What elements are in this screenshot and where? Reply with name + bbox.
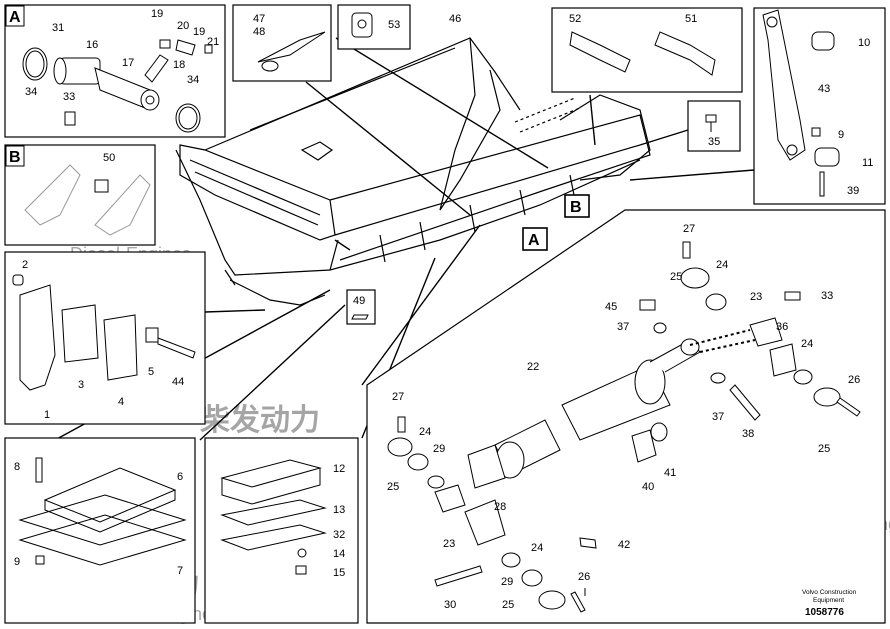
callout-34: 34 (25, 86, 37, 98)
callout-13: 13 (333, 504, 345, 516)
bottom-mid-box: 12 13 32 14 15 (204, 437, 359, 624)
callout-17: 17 (122, 57, 134, 69)
callout-16: 16 (86, 39, 98, 51)
callout-9-bottom: 9 (14, 556, 20, 568)
marker-b-label: B (570, 199, 582, 216)
box-35: 35 (687, 100, 741, 152)
callout-52: 52 (569, 13, 581, 25)
callout-32: 32 (333, 529, 345, 541)
callout-31: 31 (52, 22, 64, 34)
callout-35: 35 (708, 136, 720, 148)
marker-a: A (522, 227, 548, 251)
callout-38: 38 (742, 428, 754, 440)
callout-6: 6 (177, 471, 183, 483)
callout-2: 2 (22, 259, 28, 271)
callout-41: 41 (664, 467, 676, 479)
callout-14: 14 (333, 548, 345, 560)
dump-body (175, 37, 651, 306)
callout-34b: 34 (187, 74, 199, 86)
top-box-47-48: 47 48 (232, 4, 332, 82)
callout-9: 9 (838, 129, 844, 141)
box-49: 49 (346, 289, 376, 325)
section-b-label: B (9, 149, 21, 166)
callout-37b: 37 (712, 411, 724, 423)
callout-27: 27 (683, 223, 695, 235)
bottom-left-box: 8 6 9 7 (4, 437, 196, 624)
callout-44: 44 (172, 376, 184, 388)
callout-18: 18 (173, 59, 185, 71)
callout-49: 49 (353, 295, 365, 307)
section-a-box: A 31 16 17 19 20 19 21 18 34 34 33 (4, 4, 226, 138)
callout-29: 29 (433, 443, 445, 455)
callout-42: 42 (618, 539, 630, 551)
callout-20: 20 (177, 20, 189, 32)
watermark-cn: 柴发动力 (200, 404, 320, 437)
callout-29b: 29 (501, 576, 513, 588)
callout-24: 24 (716, 259, 728, 271)
callout-27b: 27 (392, 391, 404, 403)
section-b-box: B 50 (4, 144, 156, 246)
section-a-label: A (9, 9, 21, 26)
callout-51: 51 (685, 13, 697, 25)
callout-12: 12 (333, 463, 345, 475)
callout-24c: 24 (419, 426, 431, 438)
callout-46: 46 (449, 13, 461, 25)
callout-15: 15 (333, 567, 345, 579)
right-link-box: 10 43 9 11 39 (753, 7, 886, 205)
callout-21: 21 (207, 36, 219, 48)
callout-53: 53 (388, 19, 400, 31)
marker-b: B (564, 194, 590, 218)
callout-37: 37 (617, 321, 629, 333)
callout-26: 26 (848, 374, 860, 386)
callout-26b: 26 (578, 571, 590, 583)
callout-7: 7 (177, 565, 183, 577)
callout-22: 22 (527, 361, 539, 373)
callout-25c: 25 (387, 481, 399, 493)
callout-33: 33 (63, 91, 75, 103)
callout-50: 50 (103, 152, 115, 164)
callout-25b: 25 (818, 443, 830, 455)
callout-19: 19 (151, 8, 163, 20)
callout-3: 3 (78, 379, 84, 391)
callout-25: 25 (670, 271, 682, 283)
marker-a-label: A (528, 232, 540, 249)
callout-4: 4 (118, 396, 124, 408)
top-box-51-52: 52 51 (551, 7, 743, 93)
callout-8: 8 (14, 461, 20, 473)
callout-36: 36 (776, 321, 788, 333)
callout-47: 47 (253, 13, 265, 25)
callout-24d: 24 (531, 542, 543, 554)
callout-19b: 19 (193, 26, 205, 38)
top-box-53: 53 (337, 4, 411, 50)
callout-5: 5 (148, 366, 154, 378)
callout-43: 43 (818, 83, 830, 95)
callout-25d: 25 (502, 599, 514, 611)
callout-40: 40 (642, 481, 654, 493)
callout-11: 11 (862, 157, 873, 169)
footer-line2: Equipment (813, 597, 844, 604)
document-number: 1058776 (805, 607, 844, 618)
left-plate-box: 2 3 1 4 5 44 (4, 251, 206, 425)
callout-33b: 33 (821, 290, 833, 302)
callout-1: 1 (44, 409, 50, 421)
callout-23b: 23 (443, 538, 455, 550)
callout-23: 23 (750, 291, 762, 303)
callout-30: 30 (444, 599, 456, 611)
callout-24b: 24 (801, 338, 813, 350)
callout-28: 28 (494, 501, 506, 513)
callout-48: 48 (253, 26, 265, 38)
cylinder-box: 27 25 24 45 37 23 36 33 24 26 22 37 38 2… (366, 209, 886, 624)
callout-10: 10 (858, 37, 870, 49)
callout-45: 45 (605, 301, 617, 313)
callout-39: 39 (847, 185, 859, 197)
footer-line1: Volvo Construction (802, 589, 857, 596)
